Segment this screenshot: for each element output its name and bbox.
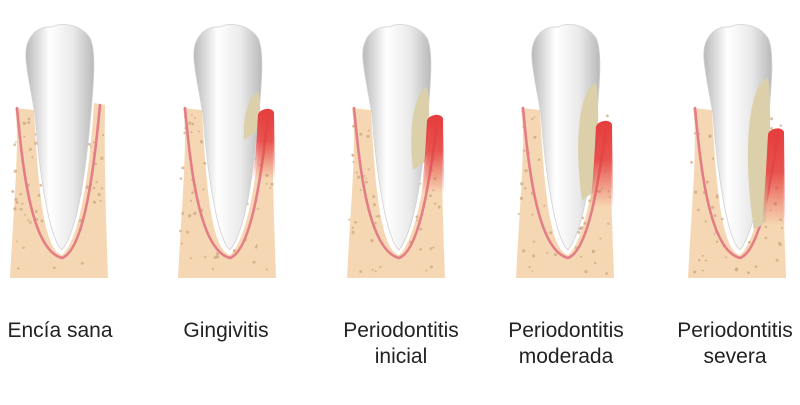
- label-healthy-gum: Encía sana: [0, 318, 145, 344]
- tartar-moderate: [578, 82, 599, 200]
- bone-healthy: [10, 103, 108, 278]
- bone-moderate: [516, 108, 614, 278]
- label-healthy-gum-line1: Encía sana: [7, 319, 113, 342]
- tooth-healthy: [10, 24, 108, 278]
- label-gingivitis-line1: Gingivitis: [183, 319, 269, 342]
- gum-line-healthy: [15, 103, 102, 260]
- tooth-body-healthy: [25, 24, 95, 251]
- tooth-initial: [347, 24, 445, 278]
- tooth-severe: [688, 24, 786, 278]
- label-moderate-periodontitis: Periodontitis moderada: [481, 318, 651, 370]
- label-initial-periodontitis-line1: Periodontitis: [343, 319, 459, 342]
- inflamed-gum-gingivitis: [252, 108, 275, 180]
- label-moderate-periodontitis-line1: Periodontitis: [508, 319, 624, 342]
- label-moderate-periodontitis-line2: moderada: [518, 345, 614, 368]
- inflamed-gum-initial: [421, 114, 444, 194]
- label-initial-periodontitis: Periodontitis inicial: [316, 318, 486, 370]
- inflamed-gum-moderate: [590, 120, 613, 208]
- bone-initial: [347, 108, 445, 278]
- bone-severe: [688, 108, 786, 278]
- label-gingivitis: Gingivitis: [141, 318, 311, 344]
- tartar-severe: [747, 78, 771, 230]
- label-severe-periodontitis-line2: severa: [703, 345, 767, 368]
- label-severe-periodontitis-line1: Periodontitis: [677, 319, 793, 342]
- bone-gingivitis: [178, 108, 276, 278]
- label-initial-periodontitis-line2: inicial: [374, 345, 428, 368]
- tartar-initial: [411, 87, 430, 170]
- label-severe-periodontitis: Periodontitis severa: [650, 318, 800, 370]
- inflamed-gum-severe: [762, 128, 785, 225]
- tooth-gingivitis: [178, 24, 276, 278]
- tooth-moderate: [516, 24, 614, 278]
- tartar-gingivitis: [243, 91, 261, 140]
- tooth-body-gingivitis: [193, 24, 263, 251]
